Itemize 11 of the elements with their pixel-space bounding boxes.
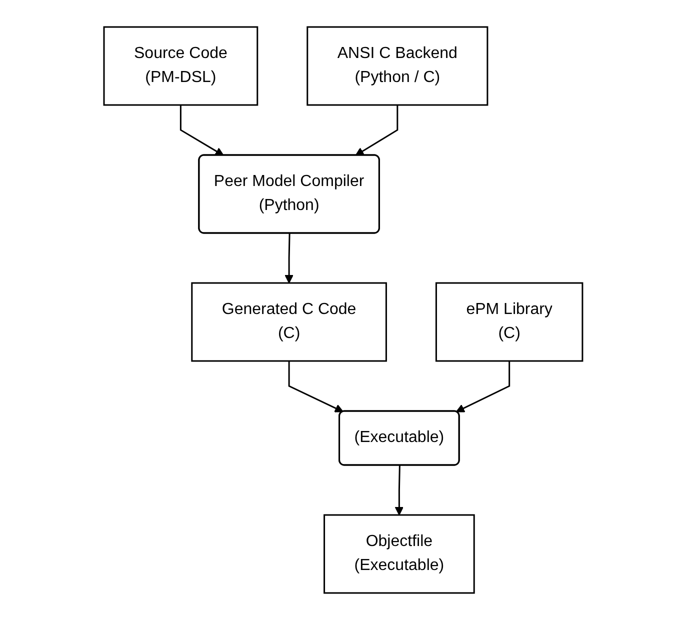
- arrow: [394, 464, 404, 515]
- node-box: Objectfile (Executable): [323, 514, 475, 594]
- arrow: [288, 360, 344, 412]
- node-box: Generated C Code (C): [190, 282, 387, 362]
- node-box: ePM Library (C): [435, 282, 583, 362]
- arrow: [180, 104, 224, 156]
- node-box: Source Code (PM-DSL): [103, 26, 258, 106]
- node-box: ANSI C Backend (Python / C): [306, 26, 488, 106]
- arrow: [284, 232, 294, 283]
- arrow: [354, 104, 398, 156]
- arrow: [456, 360, 510, 412]
